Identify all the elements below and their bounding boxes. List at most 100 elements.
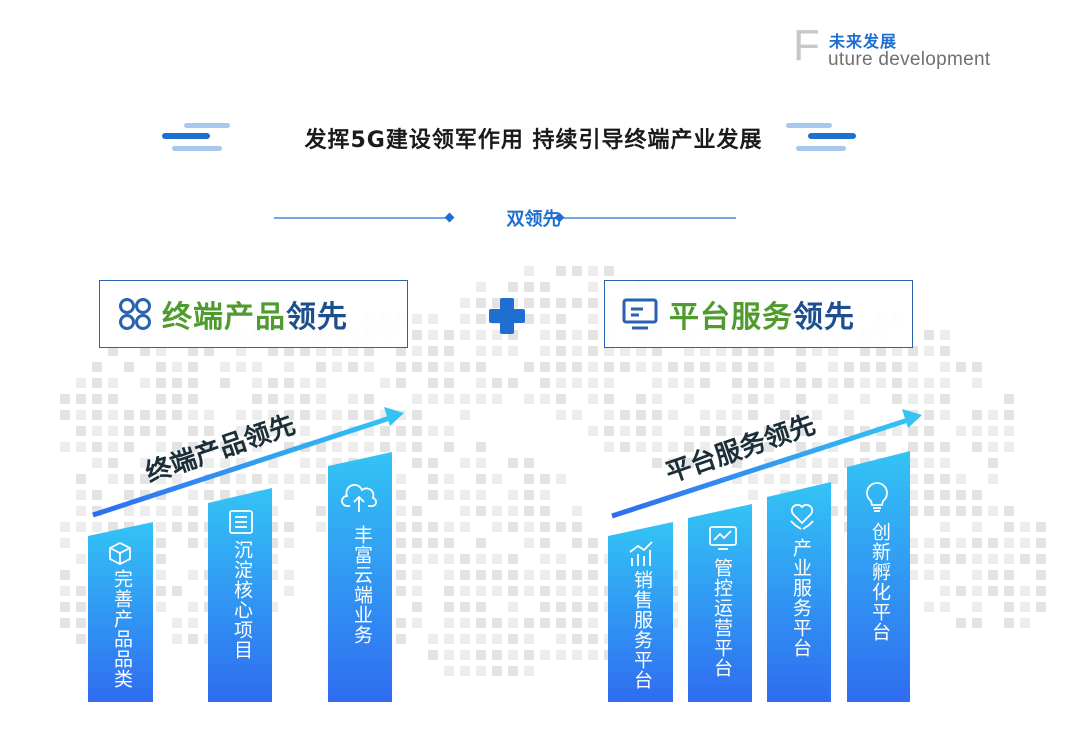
map-dot — [764, 474, 774, 484]
map-dot — [236, 442, 246, 452]
map-dot — [556, 634, 566, 644]
map-dot — [540, 602, 550, 612]
map-dot — [956, 618, 966, 628]
map-dot — [492, 634, 502, 644]
map-dot — [156, 394, 166, 404]
map-dot — [972, 602, 982, 612]
map-dot — [924, 410, 934, 420]
map-dot — [348, 394, 358, 404]
map-dot — [908, 554, 918, 564]
map-dot — [492, 474, 502, 484]
grid-icon — [119, 298, 151, 330]
map-dot — [588, 618, 598, 628]
bar-cloud-business — [328, 452, 392, 702]
map-dot — [828, 506, 838, 516]
map-dot — [732, 394, 742, 404]
map-dot — [844, 410, 854, 420]
map-dot — [668, 362, 678, 372]
map-dot — [204, 346, 214, 356]
cube-icon — [109, 541, 131, 566]
map-dot — [460, 570, 470, 580]
map-dot — [556, 394, 566, 404]
brand-letter: F — [793, 21, 820, 70]
map-dot — [156, 570, 166, 580]
map-dot — [268, 506, 278, 516]
map-dot — [140, 346, 150, 356]
map-dot — [268, 378, 278, 388]
map-dot — [732, 378, 742, 388]
map-dot — [476, 538, 486, 548]
map-dot — [908, 442, 918, 452]
map-dot — [972, 618, 982, 628]
map-dot — [156, 538, 166, 548]
map-dot — [316, 442, 326, 452]
map-dot — [364, 410, 374, 420]
map-dot — [412, 314, 422, 324]
map-dot — [300, 394, 310, 404]
map-dot — [780, 458, 790, 468]
map-dot — [636, 346, 646, 356]
map-dot — [108, 346, 118, 356]
map-dot — [940, 490, 950, 500]
map-dot — [636, 362, 646, 372]
map-dot — [812, 474, 822, 484]
map-dot — [332, 410, 342, 420]
bar-core-projects — [208, 488, 272, 702]
map-dot — [284, 538, 294, 548]
map-dot — [572, 522, 582, 532]
map-dot — [764, 346, 774, 356]
map-dot — [412, 410, 422, 420]
map-dot — [524, 458, 534, 468]
map-dot — [604, 442, 614, 452]
map-dot — [476, 442, 486, 452]
map-dot — [220, 490, 230, 500]
map-dot — [76, 410, 86, 420]
map-dot — [924, 490, 934, 500]
map-dot — [1004, 410, 1014, 420]
map-dot — [1036, 538, 1046, 548]
map-dot — [412, 554, 422, 564]
map-dot — [284, 570, 294, 580]
map-dot — [1004, 442, 1014, 452]
map-dot — [140, 458, 150, 468]
map-dot — [572, 602, 582, 612]
map-dot — [748, 378, 758, 388]
map-dot — [156, 586, 166, 596]
map-dot — [1004, 522, 1014, 532]
map-dot — [668, 458, 678, 468]
map-dot — [316, 346, 326, 356]
map-dot — [588, 330, 598, 340]
map-dot — [92, 522, 102, 532]
map-dot — [540, 490, 550, 500]
map-dot — [972, 410, 982, 420]
map-dot — [284, 442, 294, 452]
map-dot — [92, 378, 102, 388]
map-dot — [236, 490, 246, 500]
map-dot — [204, 442, 214, 452]
map-dot — [284, 522, 294, 532]
map-dot — [92, 442, 102, 452]
map-dot — [972, 426, 982, 436]
map-dot — [652, 410, 662, 420]
map-dot — [540, 506, 550, 516]
map-dot — [1020, 538, 1030, 548]
map-dot — [300, 458, 310, 468]
map-dot — [924, 426, 934, 436]
map-dot — [588, 586, 598, 596]
map-dot — [1036, 570, 1046, 580]
map-dot — [572, 298, 582, 308]
map-dot — [1004, 618, 1014, 628]
map-dot — [908, 490, 918, 500]
map-dot — [940, 394, 950, 404]
map-dot — [892, 362, 902, 372]
bar-industry-platform — [767, 482, 831, 702]
map-dot — [812, 410, 822, 420]
map-dot — [812, 378, 822, 388]
map-dot — [780, 426, 790, 436]
map-dot — [876, 378, 886, 388]
map-dot — [444, 634, 454, 644]
map-dot — [508, 282, 518, 292]
map-dot — [268, 554, 278, 564]
map-dot — [844, 458, 854, 468]
